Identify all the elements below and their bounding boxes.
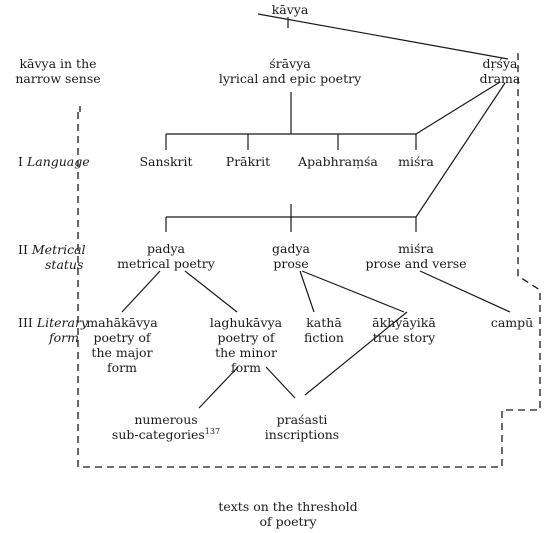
narrow-sense-boundary: [77, 53, 541, 468]
footnote-marker: 137: [204, 426, 221, 436]
edge-gadya-katha: [299, 270, 315, 313]
edge-drsya-language-misra: [415, 81, 501, 135]
node-akhyayika-gloss: true story: [372, 330, 436, 345]
node-narrow-line1: kāvya in the: [19, 56, 97, 71]
level-literary-number: III: [18, 315, 33, 330]
node-padya: padya: [147, 241, 185, 256]
node-drsya-gloss: drama: [479, 71, 521, 86]
edge-akhyayika-prasasti: [304, 311, 408, 396]
level-metrical-label2: status: [45, 257, 84, 272]
node-gadya: gadya: [272, 241, 310, 256]
node-akhyayika: ākhyāyikā: [372, 315, 436, 330]
node-narrow-line2: narrow sense: [15, 71, 101, 86]
node-numerous-line2: sub-categories137: [112, 427, 220, 442]
node-metrical-misra: miśra: [398, 241, 434, 256]
node-metrical-misra-gloss: prose and verse: [365, 256, 467, 271]
node-prasasti-gloss: inscriptions: [264, 427, 340, 442]
node-mahakavya-gloss3: form: [107, 360, 137, 375]
level-literary-label2: form: [49, 330, 79, 345]
level-language: I Language: [18, 154, 90, 169]
node-katha-gloss: fiction: [304, 330, 344, 345]
node-language-misra: miśra: [398, 154, 434, 169]
node-sanskrit: Sanskrit: [139, 154, 193, 169]
level-literary: III Literary: [18, 315, 88, 330]
level-language-number: I: [18, 154, 23, 169]
node-threshold-line2: of poetry: [259, 514, 317, 529]
edge-drsya-metrical-misra: [415, 82, 506, 218]
node-sravya-gloss: lyrical and epic poetry: [218, 71, 362, 86]
node-katha: kathā: [306, 315, 342, 330]
node-laghukavya: laghukāvya: [209, 315, 283, 330]
edge-kavya-drsya: [257, 13, 509, 60]
node-prakrit: Prākrit: [225, 154, 271, 169]
level-metrical-label1: Metrical: [31, 242, 86, 257]
node-numerous: numerous: [134, 412, 198, 427]
edge-misra-campu: [419, 270, 511, 313]
node-campu: campū: [490, 315, 534, 330]
node-mahakavya: mahākāvya: [86, 315, 158, 330]
node-sravya: śrāvya: [269, 56, 311, 71]
node-prasasti: praśasti: [276, 412, 328, 427]
edge-gadya-akhyayika: [301, 270, 405, 313]
node-laghukavya-gloss3: form: [231, 360, 261, 375]
level-language-label: Language: [26, 154, 90, 169]
level-metrical-number: II: [18, 242, 28, 257]
node-mahakavya-gloss2: the major: [91, 345, 153, 360]
edge-padya-mahakavya: [121, 270, 161, 313]
edge-laghukavya-prasasti: [265, 366, 296, 399]
edge-laghukavya-numerous: [198, 366, 239, 409]
node-threshold: texts on the threshold: [218, 499, 358, 514]
node-drsya: dṛśya: [482, 56, 518, 71]
node-gadya-gloss: prose: [273, 256, 309, 271]
node-apabhramsa: Apabhraṃśa: [298, 154, 378, 169]
node-mahakavya-gloss1: poetry of: [93, 330, 151, 345]
node-kavya: kāvya: [271, 2, 309, 17]
node-padya-gloss: metrical poetry: [117, 256, 215, 271]
node-laghukavya-gloss1: poetry of: [217, 330, 275, 345]
level-metrical: II Metrical: [18, 242, 86, 257]
node-numerous-gloss: sub-categories: [111, 427, 205, 442]
node-laghukavya-gloss2: the minor: [215, 345, 277, 360]
level-literary-label1: Literary: [36, 315, 88, 330]
edge-padya-laghukavya: [184, 270, 238, 313]
